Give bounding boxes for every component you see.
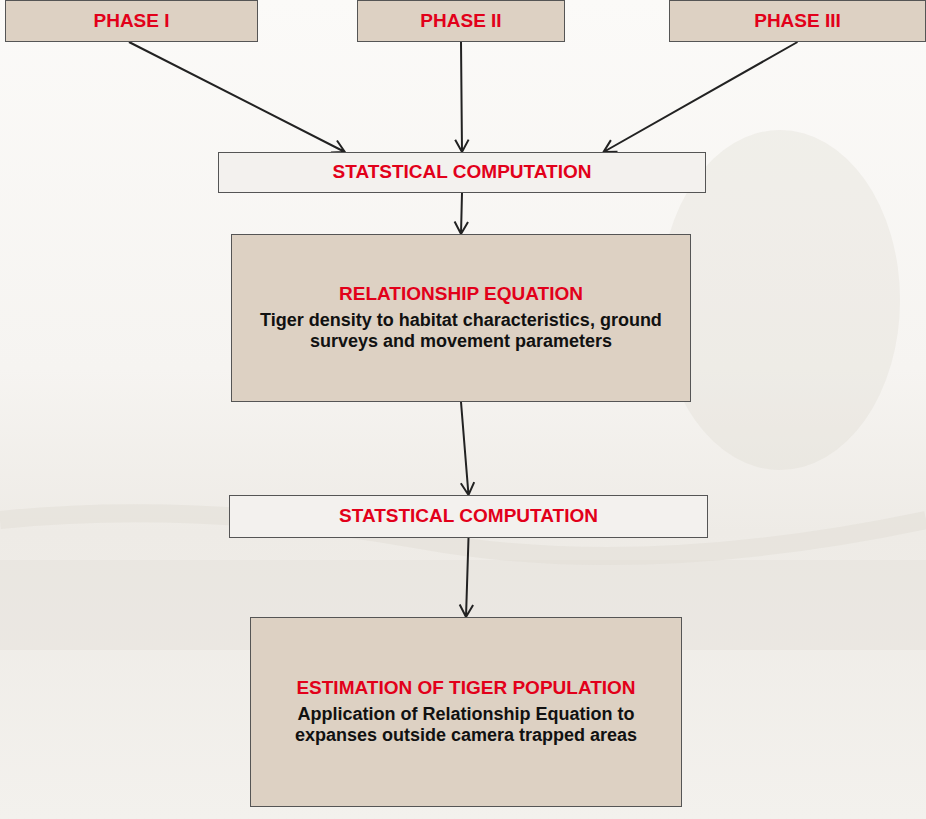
box-heading: PHASE III	[754, 10, 841, 33]
box-body: Tiger density to habitat characteristics…	[246, 310, 676, 353]
process-box: ESTIMATION OF TIGER POPULATION Applicatio…	[250, 617, 682, 807]
process-box: STATSTICAL COMPUTATION	[229, 495, 708, 538]
box-heading: ESTIMATION OF TIGER POPULATION	[296, 677, 635, 700]
box-heading: STATSTICAL COMPUTATION	[339, 505, 598, 528]
flow-arrow	[604, 42, 798, 152]
process-box: PHASE III	[669, 0, 926, 42]
process-box: STATSTICAL COMPUTATION	[218, 152, 706, 193]
box-heading: PHASE II	[420, 10, 501, 33]
box-heading: RELATIONSHIP EQUATION	[339, 283, 583, 306]
flow-arrow	[455, 42, 468, 152]
box-body: Application of Relationship Equation to …	[265, 704, 667, 747]
flow-arrow	[455, 193, 468, 234]
box-heading: PHASE I	[93, 10, 169, 33]
box-heading: STATSTICAL COMPUTATION	[333, 161, 592, 184]
flow-arrow	[129, 42, 345, 152]
process-box: PHASE II	[357, 0, 565, 42]
flow-arrow	[461, 402, 474, 495]
flow-arrow	[460, 538, 473, 617]
process-box: PHASE I	[5, 0, 258, 42]
process-box: RELATIONSHIP EQUATION Tiger density to ha…	[231, 234, 691, 402]
